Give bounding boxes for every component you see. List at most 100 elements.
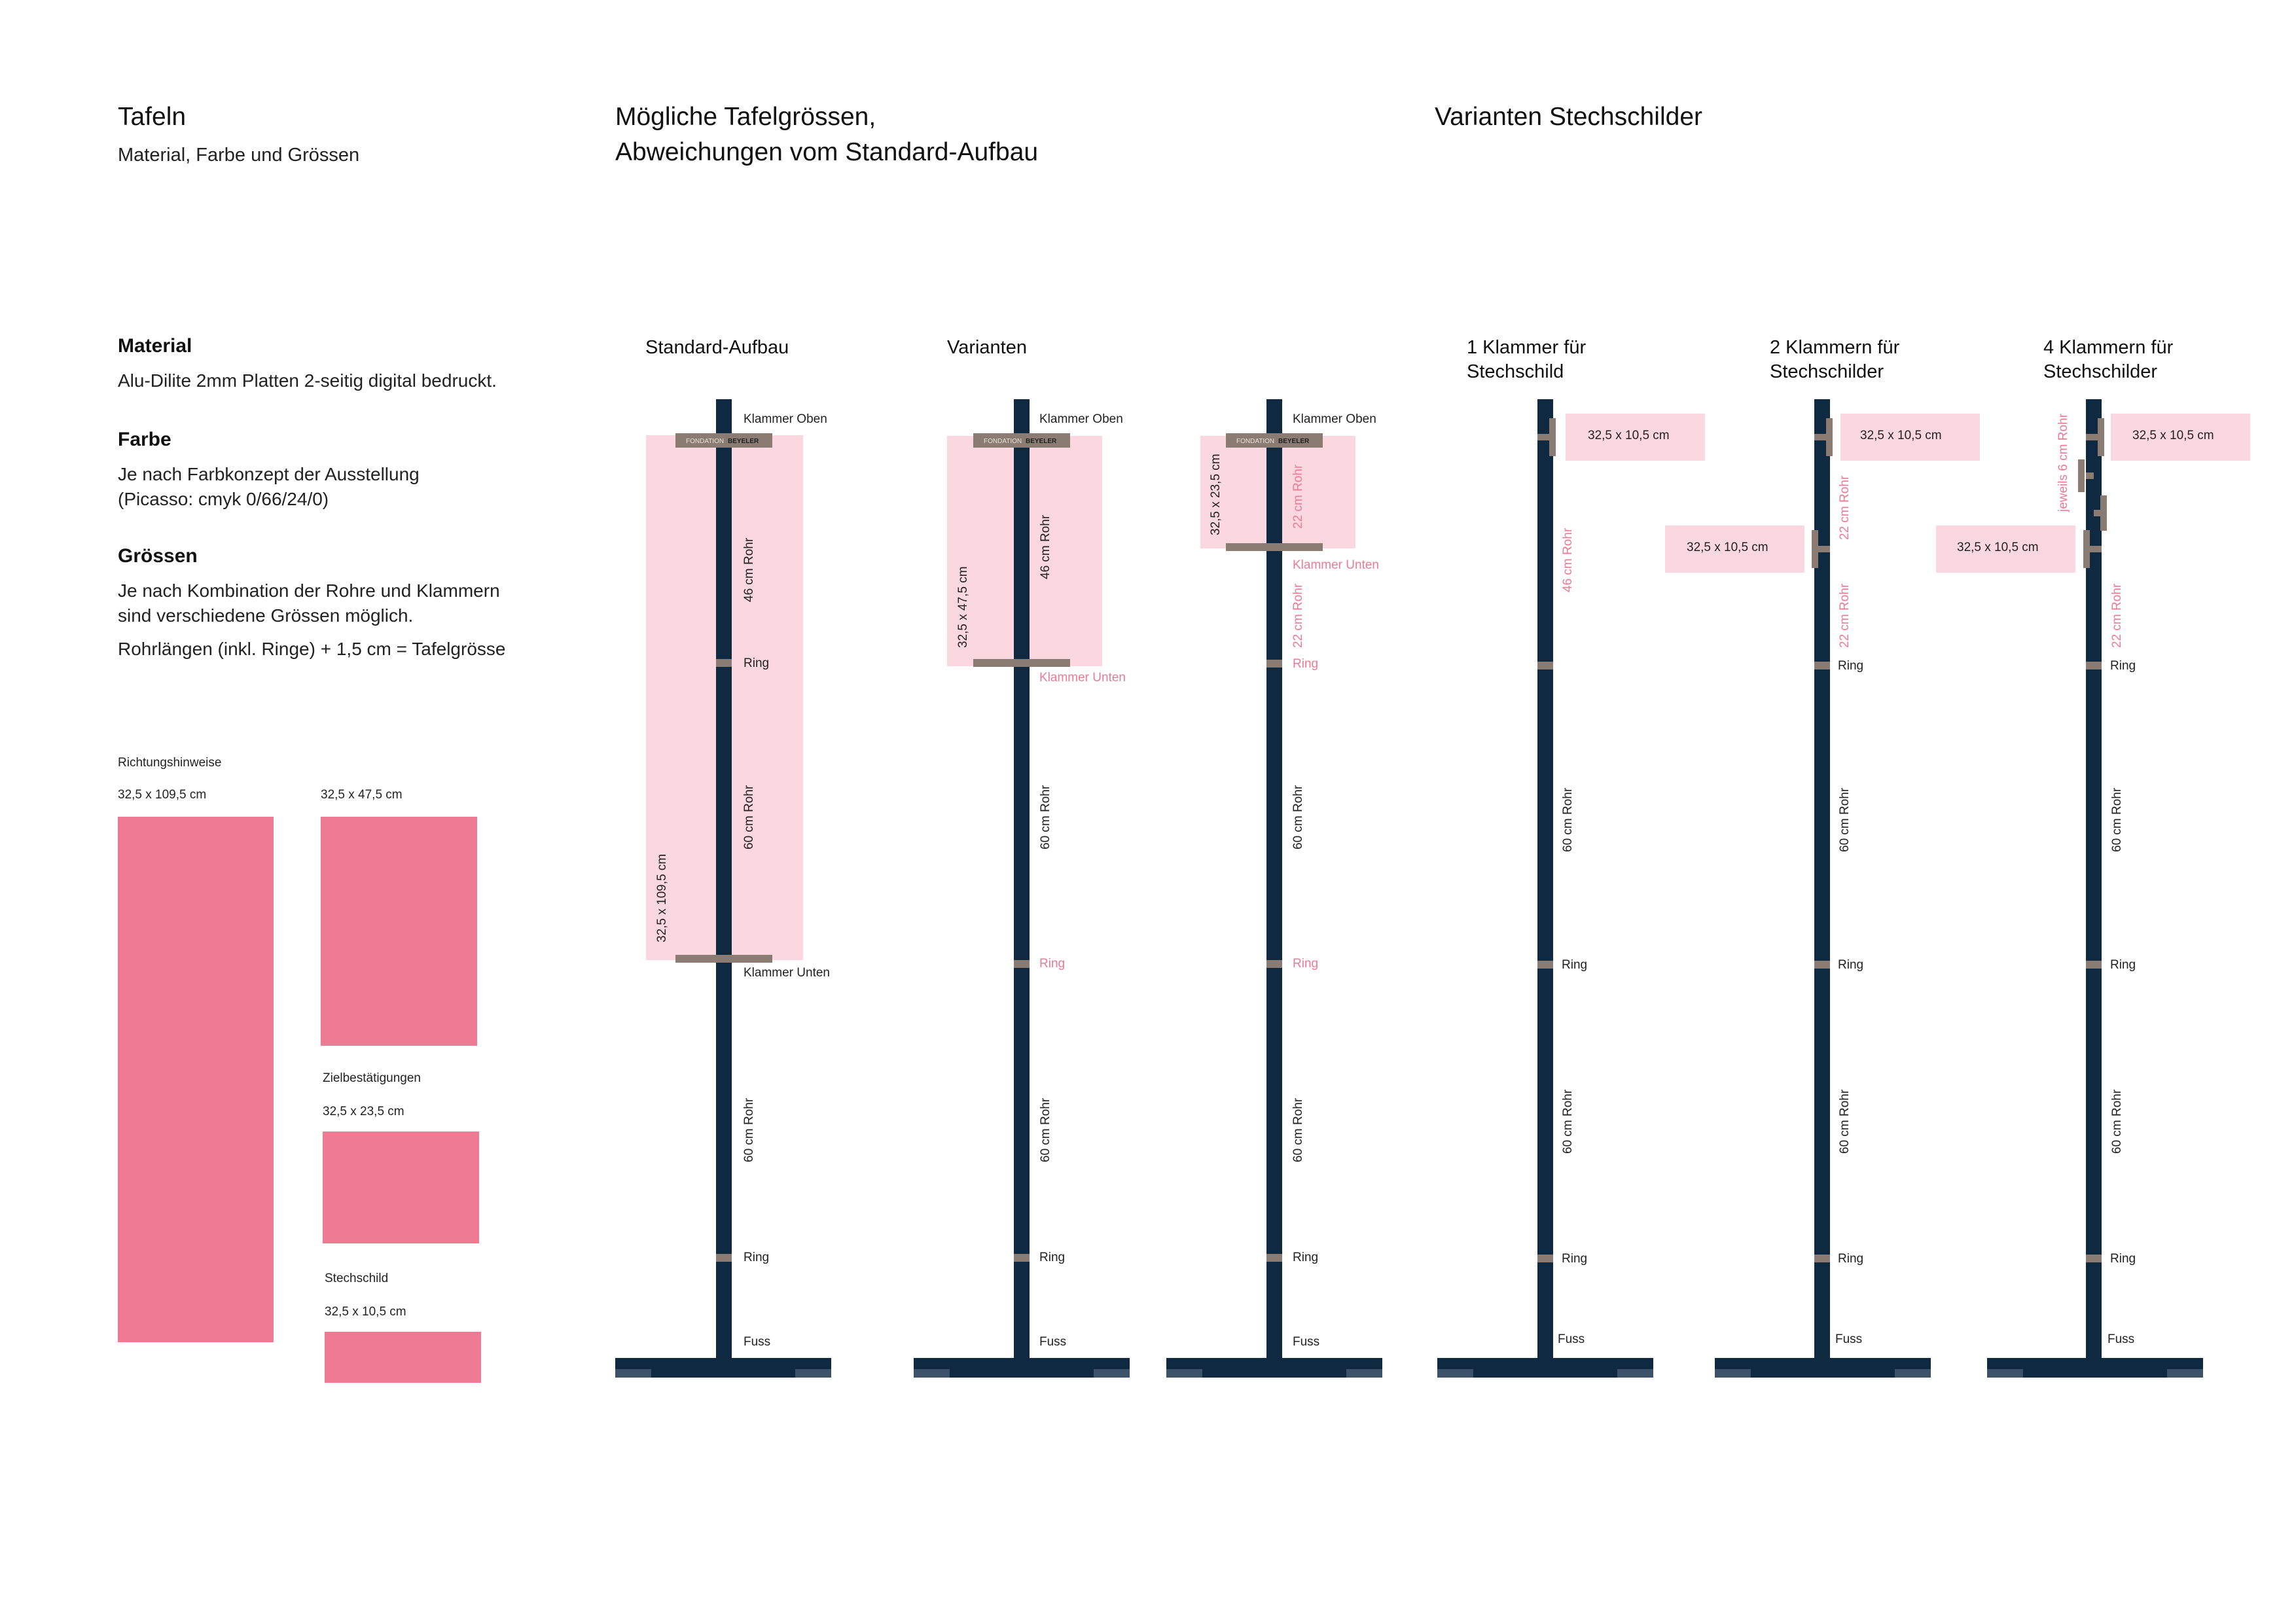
groessen-line-1: Je nach Kombination der Rohre und Klamme… [118, 580, 500, 601]
label-ring-stech-4-2: Ring [2110, 958, 2136, 972]
base-variante-475-foot-right [1094, 1369, 1130, 1378]
label-rohr46-stech-1: 46 cm Rohr [1561, 527, 1575, 592]
base-variante-235-foot-right [1346, 1369, 1382, 1378]
stechschild-2-b [1665, 526, 1804, 573]
swatch-size-105: 32,5 x 10,5 cm [325, 1305, 406, 1319]
swatch-size-475: 32,5 x 47,5 cm [321, 788, 403, 802]
label-ring-variante-475-1: Ring [1039, 957, 1065, 971]
base-stech-2-foot-right [1895, 1369, 1931, 1378]
swatch-475 [321, 817, 477, 1046]
clamp-oben-standard [675, 433, 772, 448]
material-text: Alu-Dilite 2mm Platten 2-seitig digital … [118, 370, 497, 391]
clamp-stech-1-a-plate [1549, 418, 1556, 456]
label-rohr22-variante-235-1: 22 cm Rohr [1291, 464, 1305, 529]
col-title-one-l1: 1 Klammer für [1467, 337, 1587, 358]
label-rohr22-stech-2-1: 22 cm Rohr [1838, 475, 1852, 540]
base-stech-4-foot-right [2167, 1369, 2203, 1378]
label-rohr60-stech-2-1: 60 cm Rohr [1838, 787, 1852, 852]
label-fuss-stech-1: Fuss [1558, 1332, 1585, 1346]
clamp-stech-4-c-bar [2086, 473, 2094, 479]
label-jeweils: jeweils 6 cm Rohr [2056, 413, 2070, 512]
clamp-stech-4-d-plate [2100, 495, 2107, 531]
base-stech-2-foot-left [1715, 1369, 1751, 1378]
pole-variante-235 [1266, 399, 1282, 1361]
ring-standard-1 [716, 659, 732, 667]
label-rohr60-stech-1-2: 60 cm Rohr [1561, 1089, 1575, 1154]
clamp-stech-4-a-bar [2086, 434, 2104, 440]
label-stech-2-b: 32,5 x 10,5 cm [1687, 541, 1768, 554]
ring-variante-475-1 [1014, 960, 1030, 968]
label-rohr60-variante-475-2: 60 cm Rohr [1039, 1097, 1052, 1162]
swatch-label-richtung: Richtungshinweise [118, 756, 222, 770]
ring-stech-2-2 [1814, 961, 1830, 969]
col-title-standard: Standard-Aufbau [645, 337, 789, 358]
ring-stech-4-2 [2086, 961, 2102, 969]
clamp-oben-variante-475-text-a: FONDATION [984, 438, 1022, 445]
title-moegliche-l1: Mögliche Tafelgrössen, [615, 103, 876, 131]
label-ring-standard-2: Ring [744, 1251, 769, 1264]
label-rohr60-variante-475-1: 60 cm Rohr [1039, 785, 1052, 849]
swatch-richtung [118, 817, 274, 1342]
swatch-size-1095: 32,5 x 109,5 cm [118, 788, 207, 802]
label-rohr60-stech-1-1: 60 cm Rohr [1561, 787, 1575, 852]
ring-stech-2-3 [1814, 1255, 1830, 1262]
clamp-oben-variante-235-text-a: FONDATION [1236, 438, 1274, 445]
label-fuss-standard: Fuss [744, 1335, 770, 1349]
base-stech-4-foot-left [1987, 1369, 2023, 1378]
label-rohr60-variante-235-2: 60 cm Rohr [1291, 1097, 1305, 1162]
label-rohr22-stech-4: 22 cm Rohr [2110, 583, 2124, 648]
col-title-varianten: Varianten [947, 337, 1027, 358]
clamp-oben-standard-text-a: FONDATION [686, 438, 724, 445]
panel-standard [646, 435, 803, 960]
label-fuss-stech-2: Fuss [1835, 1332, 1862, 1346]
clamp-stech-4-d-bar [2094, 510, 2102, 516]
label-ring-variante-235-2: Ring [1293, 957, 1318, 971]
base-variante-475 [914, 1358, 1130, 1378]
clamp-oben-standard-text-b: BEYELER [728, 438, 759, 445]
label-rohr22-stech-2-2: 22 cm Rohr [1838, 583, 1852, 648]
col-title-four-l1: 4 Klammern für [2043, 337, 2174, 358]
groessen-line-3: Rohrlängen (inkl. Ringe) + 1,5 cm = Tafe… [118, 639, 506, 659]
label-rohr46-standard: 46 cm Rohr [742, 537, 756, 602]
panel-variante-235 [1200, 436, 1355, 548]
swatch-size-235: 32,5 x 23,5 cm [323, 1105, 404, 1118]
pole-stech-2 [1814, 399, 1830, 1361]
label-ring-stech-2-2: Ring [1838, 958, 1863, 972]
ring-variante-235-3 [1266, 1254, 1282, 1262]
col-title-two-l2: Stechschilder [1770, 361, 1884, 382]
clamp-stech-1-a-bar [1537, 434, 1556, 440]
swatch-label-stech: Stechschild [325, 1272, 389, 1285]
col-title-four-l2: Stechschilder [2043, 361, 2158, 382]
label-rohr60-stech-2-2: 60 cm Rohr [1838, 1089, 1852, 1154]
ring-variante-475-2 [1014, 1254, 1030, 1262]
label-klammer-oben-variante-475: Klammer Oben [1039, 412, 1123, 426]
title-tafeln: Tafeln [118, 103, 187, 131]
ring-variante-235-2 [1266, 960, 1282, 968]
pole-stech-1 [1537, 399, 1553, 1361]
base-standard-foot-left [615, 1369, 651, 1378]
label-fuss-variante-475: Fuss [1039, 1335, 1066, 1349]
material-title: Material [118, 335, 192, 357]
clamp-stech-2-b-bar [1812, 546, 1830, 552]
clamp-unten-standard [675, 955, 772, 963]
label-ring-variante-475-2: Ring [1039, 1251, 1065, 1264]
groessen-title: Grössen [118, 545, 198, 567]
base-variante-235-foot-left [1166, 1369, 1202, 1378]
label-ring-stech-1-1: Ring [1562, 958, 1587, 972]
ring-stech-4-3 [2086, 1255, 2102, 1262]
label-ring-stech-2-1: Ring [1838, 659, 1863, 673]
label-rohr60-variante-235-1: 60 cm Rohr [1291, 785, 1305, 849]
label-ring-stech-1-2: Ring [1562, 1252, 1587, 1266]
base-standard [615, 1358, 831, 1378]
base-variante-235 [1166, 1358, 1382, 1378]
swatch-label-ziel: Zielbestätigungen [323, 1071, 421, 1085]
stechschild-1-a [1566, 414, 1705, 461]
label-rohr46-variante-475: 46 cm Rohr [1039, 514, 1052, 579]
col-title-two-l1: 2 Klammern für [1770, 337, 1900, 358]
label-rohr60-standard-1: 60 cm Rohr [742, 785, 756, 849]
groessen-line-2: sind verschiedene Grössen möglich. [118, 605, 414, 626]
pole-standard [716, 399, 732, 1361]
label-ring-stech-4-1: Ring [2110, 659, 2136, 673]
label-ring-variante-235-3: Ring [1293, 1251, 1318, 1264]
